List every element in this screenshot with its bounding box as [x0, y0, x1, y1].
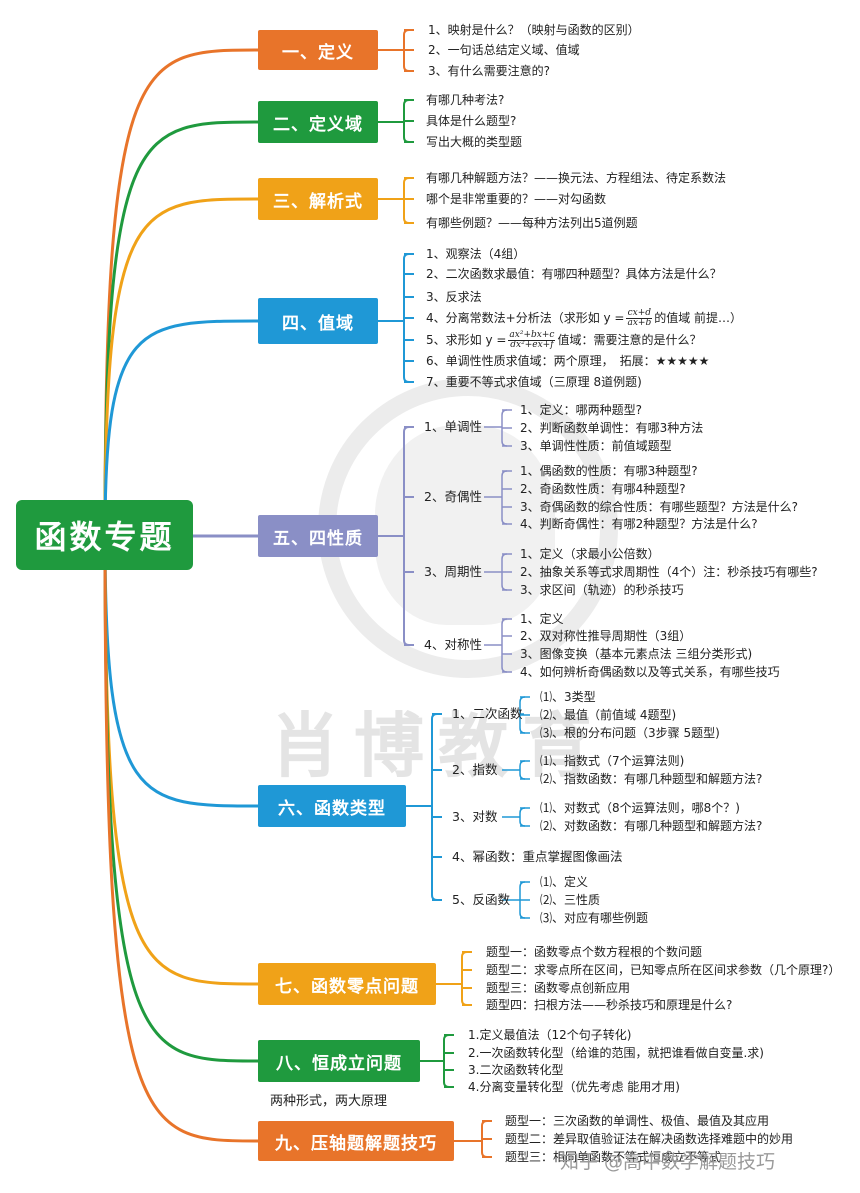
branch-1-item-3: 3、有什么需要注意的?: [428, 64, 551, 78]
branch-5-sub-2-item-4: 4、判断奇偶性：有哪2种题型？方法是什么?: [520, 517, 758, 531]
branch-3-item-1: 有哪几种解题方法？——换元法、方程组法、待定系数法: [426, 171, 727, 185]
branch-4-item-6: 6、单调性性质求值域：两个原理， 拓展：★★★★★: [426, 354, 710, 368]
branch-9-item-3: 题型三：相同单函数不等式恒成立不等式: [505, 1150, 722, 1164]
branch-8-item-2: 2.一次函数转化型（给谁的范围，就把谁看做自变量.求): [468, 1046, 764, 1060]
fraction-denominator: ax+b: [627, 318, 652, 328]
branch-8-item-1: 1.定义最值法（12个句子转化): [468, 1028, 632, 1042]
branch-7-item-1: 题型一：函数零点个数方程根的个数问题: [486, 945, 703, 959]
branch-4-item-1: 1、观察法（4组）: [426, 247, 526, 261]
branch-3-item-3: 有哪些例题？——每种方法列出5道例题: [426, 216, 638, 230]
branch-5-sub-3-item-3: 3、求区间（轨迹）的秒杀技巧: [520, 583, 684, 597]
branch-6-sub-1: 1、二次函数: [452, 706, 523, 721]
branch-6-sub-5-item-1: ⑴、定义: [540, 875, 589, 889]
branch-4-item-2: 2、二次函数求最值：有哪四种题型？具体方法是什么？: [426, 267, 722, 281]
branch-8-item-4: 4.分离变量转化型（优先考虑 能用才用): [468, 1080, 680, 1094]
branch-6-sub-2-item-1: ⑴、指数式（7个运算法则): [540, 754, 685, 768]
branch-6-sub-5-item-3: ⑶、对应有哪些例题: [540, 911, 649, 925]
branch-3: 三、解析式: [258, 178, 378, 220]
formula-suffix: 的值域 前提…）: [654, 311, 743, 325]
branch-1: 一、定义: [258, 30, 378, 70]
branch-3-item-2: 哪个是非常重要的？——对勾函数: [426, 192, 607, 206]
branch-5-sub-1-item-3: 3、单调性性质：前值域题型: [520, 439, 672, 453]
branch-5-sub-4-item-3: 3、图像变换（基本元素点法 三组分类形式): [520, 647, 753, 661]
branch-5-sub-2: 2、奇偶性: [424, 489, 482, 504]
branch-6: 六、函数类型: [258, 785, 406, 827]
branch-9: 九、压轴题解题技巧: [258, 1121, 454, 1161]
branch-8-item-3: 3.二次函数转化型: [468, 1063, 564, 1077]
fraction-numerator: cx+d: [626, 308, 653, 319]
branch-5-sub-4-item-4: 4、如何辨析奇偶函数以及等式关系，有哪些技巧: [520, 665, 780, 679]
branch-1-item-1: 1、映射是什么？（映射与函数的区别）: [428, 23, 640, 37]
branch-6-sub-3-item-1: ⑴、对数式（8个运算法则，哪8个？): [540, 801, 740, 815]
branch-5-sub-2-item-1: 1、偶函数的性质：有哪3种题型?: [520, 464, 698, 478]
branch-5-sub-2-item-2: 2、奇函数性质：有哪4种题型?: [520, 482, 686, 496]
formula-suffix: 值域：需要注意的是什么？: [557, 333, 702, 347]
branch-7-item-4: 题型四：扫根方法——秒杀技巧和原理是什么?: [486, 998, 733, 1012]
branch-8: 八、恒成立问题: [258, 1040, 420, 1082]
branch-9-item-1: 题型一：三次函数的单调性、极值、最值及其应用: [505, 1114, 770, 1128]
branch-4-item-3: 3、反求法: [426, 290, 482, 304]
branch-5-sub-3: 3、周期性: [424, 564, 482, 579]
branch-5-sub-3-item-1: 1、定义（求最小公倍数）: [520, 547, 660, 561]
branch-6-sub-3-item-2: ⑵、对数函数：有哪几种题型和解题方法?: [540, 819, 763, 833]
branch-6-sub-4: 4、幂函数：重点掌握图像画法: [452, 849, 623, 864]
branch-5-sub-4-item-2: 2、双对称性推导周期性（3组）: [520, 629, 692, 643]
root-node-title: 函数专题: [16, 500, 193, 570]
branch-5-sub-1-item-1: 1、定义：哪两种题型?: [520, 403, 643, 417]
branch-5: 五、四性质: [258, 515, 378, 557]
branch-6-sub-5-item-2: ⑵、三性质: [540, 893, 601, 907]
branch-4: 四、值域: [258, 298, 378, 344]
branch-1-item-2: 2、一句话总结定义域、值域: [428, 43, 580, 57]
branch-5-sub-3-item-2: 2、抽象关系等式求周期性（4个）注：秒杀技巧有哪些?: [520, 565, 818, 579]
branch-7: 七、函数零点问题: [258, 963, 436, 1005]
branch-6-sub-2: 2、指数: [452, 762, 498, 777]
formula-prefix: 5、求形如 y =: [426, 333, 507, 347]
fraction-denominator: dx²+ex+f: [510, 340, 554, 350]
branch-5-sub-4-item-1: 1、定义: [520, 612, 564, 626]
branch-5-sub-4: 4、对称性: [424, 637, 482, 652]
fraction-numerator: ax²+bx+c: [508, 330, 556, 341]
branch-7-item-3: 题型三：函数零点创新应用: [486, 981, 631, 995]
branch-2: 二、定义域: [258, 101, 378, 143]
branch-5-sub-1-item-2: 2、判断函数单调性：有哪3种方法: [520, 421, 704, 435]
branch-4-item-7: 7、重要不等式求值域（三原理 8道例题): [426, 375, 642, 389]
branch-9-item-2: 题型二：差异取值验证法在解决函数选择难题中的妙用: [505, 1132, 794, 1146]
branch-2-item-1: 有哪几种考法?: [426, 93, 505, 107]
branch-5-sub-2-item-3: 3、奇偶函数的综合性质：有哪些题型？方法是什么?: [520, 500, 799, 514]
formula-prefix: 4、分离常数法+分析法（求形如 y =: [426, 311, 625, 325]
footer-credit: 知乎 @高中数学解题技巧: [560, 1151, 776, 1173]
branch-6-sub-1-item-3: ⑶、根的分布问题（3步骤 5题型): [540, 726, 720, 740]
branch-7-item-2: 题型二：求零点所在区间，已知零点所在区间求参数（几个原理?）: [486, 963, 841, 977]
branch-6-sub-1-item-2: ⑵、最值（前值域 4题型): [540, 708, 677, 722]
branch-6-sub-2-item-2: ⑵、指数函数：有哪几种题型和解题方法?: [540, 772, 763, 786]
branch-8-caption: 两种形式，两大原理: [270, 1094, 388, 1109]
branch-2-item-3: 写出大概的类型题: [426, 135, 523, 149]
branch-6-sub-3: 3、对数: [452, 809, 498, 824]
branch-6-sub-1-item-1: ⑴、3类型: [540, 690, 596, 704]
branch-2-item-2: 具体是什么题型?: [426, 114, 517, 128]
branch-6-sub-5: 5、反函数: [452, 892, 510, 907]
branch-5-sub-1: 1、单调性: [424, 419, 482, 434]
